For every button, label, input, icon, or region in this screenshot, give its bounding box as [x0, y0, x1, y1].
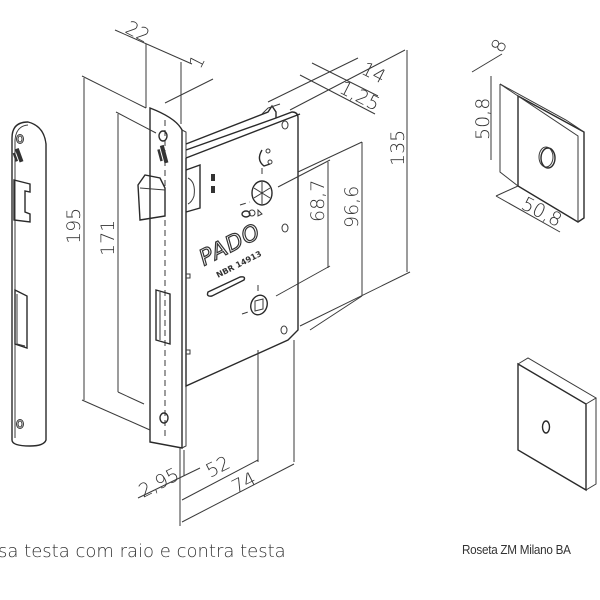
- rosette: [517, 357, 597, 492]
- mortise-lock: PADO NBR 14913: [137, 103, 301, 449]
- dim-135: 135: [387, 130, 409, 166]
- dimension-lines: [81, 29, 411, 526]
- faceplate: [149, 106, 183, 449]
- dim-96-6: 96,6: [341, 186, 363, 228]
- dim-68-7: 68,7: [307, 180, 329, 222]
- deadbolt: [155, 289, 171, 345]
- dim-195: 195: [63, 208, 85, 244]
- strike-plate: [11, 121, 47, 447]
- latch-opening: [13, 179, 31, 223]
- rosette-dimensioned: [471, 53, 585, 233]
- faceplate-screw-bottom: [159, 412, 169, 424]
- screw-hole-bottom: [16, 419, 24, 429]
- faceplate-logo: [157, 144, 169, 164]
- lock-caption: sa testa com raio e contra testa: [0, 541, 286, 562]
- dim-74: 74: [228, 468, 260, 499]
- rosette-dimension-labels: 8 50,8 50,8: [472, 36, 565, 232]
- dim-50-8-height: 50,8: [472, 98, 494, 140]
- dim-22: 22: [122, 17, 154, 48]
- dim-2-95: 2,95: [135, 464, 183, 503]
- dim-171: 171: [97, 220, 119, 256]
- dim-8: 8: [487, 36, 512, 57]
- bolt-opening: [14, 288, 28, 349]
- moon-icon: [258, 149, 271, 167]
- strike-logo: [12, 147, 24, 163]
- rosette-caption: Roseta ZM Milano BA: [462, 542, 571, 557]
- faceplate-screw-top: [158, 130, 168, 142]
- case-plate: [185, 111, 299, 388]
- dim-14: 14: [358, 58, 390, 89]
- key-hole: [250, 294, 268, 316]
- spindle-hole: [251, 180, 273, 206]
- dim-1: 1: [185, 52, 210, 73]
- dimension-labels: 22 1 14 1,25 135 96,6 68,7 195 171 2,95 …: [63, 17, 409, 503]
- latch-bolt: [137, 174, 166, 221]
- dim-50-8-width: 50,8: [518, 193, 566, 232]
- screw-hole-top: [16, 134, 24, 144]
